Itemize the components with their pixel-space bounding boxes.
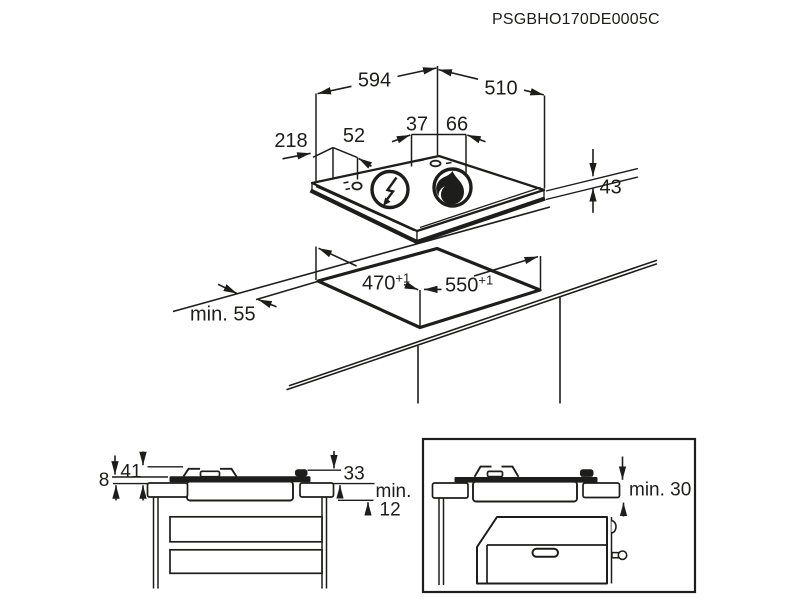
dim-burner-right-label: 66 bbox=[446, 114, 468, 136]
drawer-panel bbox=[169, 515, 323, 543]
hob-glass-surface bbox=[310, 154, 546, 233]
control-knob-section bbox=[295, 469, 308, 477]
left-section-view: 8 41 33 min. 12 bbox=[99, 451, 412, 589]
dim-rear-clearance-label: min. 55 bbox=[190, 304, 256, 326]
ignition-button bbox=[351, 181, 363, 191]
worktop-section-right bbox=[299, 482, 335, 498]
dim-height-label: 43 bbox=[600, 177, 622, 199]
dim-43: 43 bbox=[545, 149, 639, 213]
worktop-front-edge-line bbox=[288, 259, 658, 387]
cutout-view: min. 55 470+1 550+1 bbox=[190, 246, 658, 404]
dim-cutout-depth-label: 550+1 bbox=[445, 273, 493, 297]
right-section-view: min. 30 bbox=[421, 437, 697, 594]
oven-hinge-knob bbox=[617, 550, 628, 561]
dim-burner-left-label: 37 bbox=[406, 114, 428, 136]
hob-housing-section bbox=[472, 480, 578, 503]
built-in-oven bbox=[476, 516, 628, 585]
burner-port bbox=[429, 159, 442, 168]
glass-panel-section bbox=[169, 476, 311, 483]
dim-218-52: 218 52 bbox=[274, 125, 373, 180]
dim-550: 550+1 bbox=[419, 255, 542, 327]
clearance-min-label: min. bbox=[376, 481, 412, 502]
hob-body bbox=[309, 154, 546, 245]
burner-cap-section bbox=[199, 470, 221, 478]
dim-width-label: 594 bbox=[358, 70, 391, 92]
detail-frame bbox=[421, 437, 697, 594]
hob-housing-section bbox=[186, 480, 294, 502]
dim-470: 470+1 bbox=[315, 246, 419, 295]
dim-min55: min. 55 bbox=[190, 280, 318, 326]
dims-left-view: 8 41 33 min. 12 bbox=[99, 451, 412, 521]
dim-knob-height-label: 33 bbox=[344, 464, 365, 485]
flame-circle-icon bbox=[432, 167, 473, 208]
dim-cutout-width-label: 470+1 bbox=[362, 271, 410, 295]
worktop-section-left bbox=[146, 482, 189, 498]
dim-37-66: 37 66 bbox=[391, 114, 486, 173]
dim-594-510: 594 510 bbox=[315, 66, 546, 189]
dim-control-offset-label: 218 bbox=[274, 130, 307, 152]
burner-cap-section bbox=[486, 470, 504, 478]
pan-support bbox=[473, 465, 492, 478]
worktop-section-left bbox=[431, 482, 469, 499]
oven-handle bbox=[531, 547, 559, 558]
glass-panel-section bbox=[454, 477, 598, 483]
dim-control-width-label: 52 bbox=[343, 125, 365, 147]
drawer-cabinet bbox=[152, 497, 328, 589]
control-knob-section bbox=[580, 469, 594, 477]
dim-depth-label: 510 bbox=[484, 78, 517, 100]
pan-support bbox=[501, 465, 520, 478]
page-title: PSGBHO170DE0005C bbox=[492, 11, 660, 28]
dim-min30: min. 30 bbox=[618, 456, 691, 517]
worktop-rear-edge-line bbox=[172, 206, 551, 313]
clearance-value-label: 12 bbox=[380, 500, 401, 521]
pan-support bbox=[220, 467, 238, 478]
dim-support-height-label: 41 bbox=[120, 462, 141, 483]
dim-min-thickness-label: min. 30 bbox=[629, 480, 691, 501]
worktop-section-right bbox=[582, 482, 621, 499]
dim-glass-height-label: 8 bbox=[99, 470, 110, 491]
oven-vent-bump bbox=[611, 519, 617, 534]
hob-bottom-edge bbox=[309, 188, 546, 245]
main-isometric-view: 594 510 37 66 218 52 bbox=[172, 66, 639, 313]
lightning-circle-icon bbox=[370, 169, 410, 210]
drawer-panel bbox=[169, 548, 323, 575]
pan-support bbox=[182, 467, 200, 478]
